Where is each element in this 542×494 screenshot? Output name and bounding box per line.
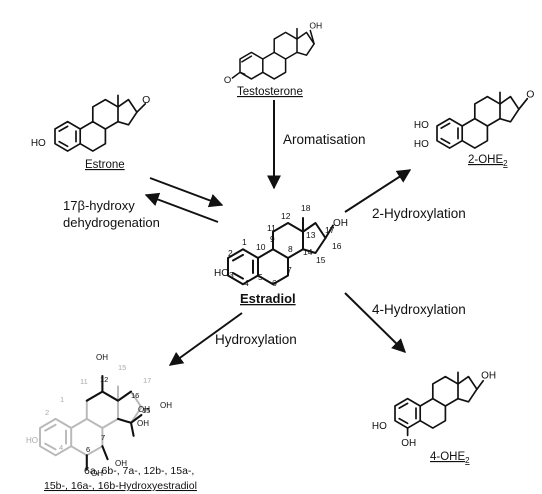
oh2-ho-top: HO [414,120,429,131]
svg-text:5: 5 [258,272,263,282]
svg-text:10: 10 [256,242,266,252]
svg-text:4: 4 [59,443,63,452]
oxo-o: O [224,75,231,86]
svg-text:HO: HO [26,436,38,445]
svg-text:4: 4 [244,278,249,288]
hydroxyestradiol-label-line1: 6a, 6b-, 7a-, 12b-, 15a-, [84,465,194,477]
svg-text:1: 1 [242,237,247,247]
oh4-oh-17: OH [481,371,496,382]
svg-text:16: 16 [131,391,139,400]
testosterone-oh: OH [309,21,322,31]
oh2-oh-truncated: O [526,89,534,101]
estrone-ho: HO [31,138,46,149]
svg-text:17: 17 [325,225,335,235]
label-dehydro-line1: 17β-hydroxy [63,198,135,213]
oh4-ho: HO [372,421,387,432]
estradiol-structure [227,217,334,286]
svg-text:OH: OH [138,405,150,414]
svg-text:14: 14 [303,247,313,257]
hydroxyestradiol-oh-groups: OH OH OH OH OH OH HO [26,353,172,478]
oh4-structure: HO OH OH [372,371,496,449]
hydroxyestradiol-structure [39,374,143,471]
svg-text:OH: OH [137,419,149,428]
hydroxyestradiol-atom-numbers: 12 16 15 6 7 1 2 4 11 15 17 [45,363,151,454]
svg-text:7: 7 [287,265,292,275]
estradiol-label: Estradiol [240,291,296,306]
svg-text:2: 2 [228,248,233,258]
svg-text:6: 6 [272,278,277,288]
testosterone-structure: O OH [224,21,322,86]
estradiol-atom-numbers: 1 2 3 4 5 6 7 8 9 10 11 12 13 14 15 16 1… [228,203,342,288]
testosterone-label: Testosterone [237,86,303,98]
svg-text:1: 1 [60,395,64,404]
oh2-label: 2-OHE2 [468,154,508,168]
svg-text:OH: OH [96,353,108,362]
oh2-structure: HO HO O [414,89,535,150]
svg-text:15: 15 [118,363,126,372]
arrow-hydroxylation [168,312,243,366]
svg-text:7: 7 [101,433,105,442]
arrow-estradiol-to-estrone [144,192,219,223]
arrow-4-hydroxylation [344,292,406,353]
label-2-hydroxylation: 2-Hydroxylation [372,206,466,221]
svg-text:OH: OH [91,469,103,478]
estrone-o: O [142,94,150,106]
svg-text:15: 15 [142,406,150,415]
svg-text:11: 11 [267,223,276,233]
svg-text:11: 11 [80,377,88,386]
estradiol-ho: HO [214,268,229,279]
svg-text:3: 3 [229,270,234,280]
hydroxyestradiol-label-line2: 15b-, 16a-, 16b-Hydroxyestradiol [44,480,197,492]
oh4-oh-ring: OH [401,438,416,449]
svg-text:17: 17 [143,376,151,385]
oh2-ho-bottom: HO [414,139,429,150]
svg-text:16: 16 [332,241,342,251]
svg-text:2: 2 [45,408,49,417]
svg-text:15: 15 [316,255,326,265]
svg-text:13: 13 [306,230,316,240]
svg-text:OH: OH [115,459,127,468]
label-hydroxylation: Hydroxylation [215,332,297,347]
arrow-2-hydroxylation [344,169,412,213]
estrone-structure: HO O [31,94,150,152]
label-dehydro-line2: dehydrogenation [63,215,160,230]
svg-text:8: 8 [288,244,293,254]
svg-text:12: 12 [281,211,291,221]
oh4-label: 4-OHE2 [430,451,470,465]
estrone-label: Estrone [85,159,125,171]
svg-text:12: 12 [100,375,108,384]
label-4-hydroxylation: 4-Hydroxylation [372,302,466,317]
svg-text:6: 6 [86,445,90,454]
estradiol-oh: OH [333,218,348,229]
label-aromatisation: Aromatisation [283,132,366,147]
svg-text:18: 18 [301,203,311,213]
arrow-estrone-to-estradiol [149,177,224,208]
svg-text:9: 9 [270,234,275,244]
svg-text:OH: OH [160,401,172,410]
